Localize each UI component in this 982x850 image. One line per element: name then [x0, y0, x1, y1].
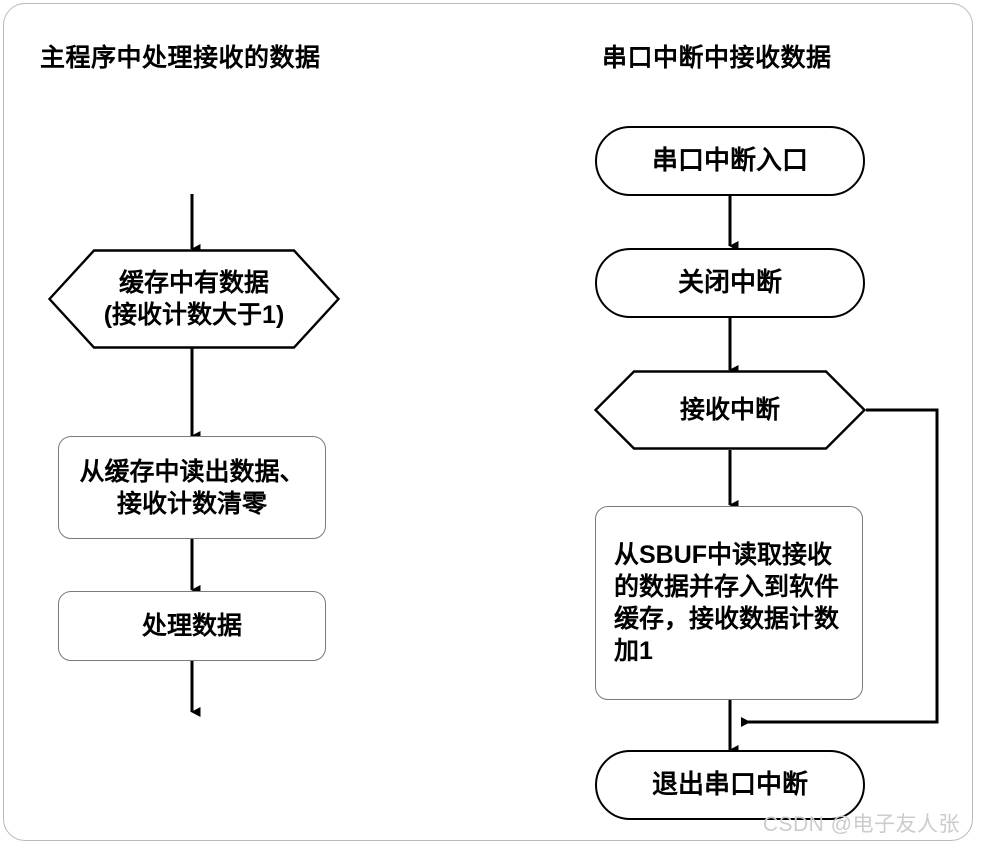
node-process-data-label: 处理数据 — [59, 610, 325, 642]
node-read-from-buffer-label: 从缓存中读出数据、 接收计数清零 — [59, 456, 325, 520]
node-line: 关闭中断 — [677, 267, 782, 298]
node-interrupt-entry[interactable]: 串口中断入口 — [595, 126, 865, 196]
node-line: 加1 — [614, 637, 653, 665]
node-line: 退出串口中断 — [651, 769, 808, 800]
column-title-serial-interrupt: 串口中断中接收数据 — [602, 44, 832, 72]
node-buffer-has-data[interactable]: 缓存中有数据 (接收计数大于1) — [47, 249, 341, 349]
node-disable-interrupt[interactable]: 关闭中断 — [595, 248, 865, 318]
node-line: 缓存，接收数据计数 — [614, 605, 840, 633]
node-receive-interrupt[interactable]: 接收中断 — [593, 370, 867, 450]
node-read-sbuf[interactable]: 从SBUF中读取接收 的数据并存入到软件 缓存，接收数据计数 加1 — [595, 506, 863, 700]
node-line: 处理数据 — [141, 612, 242, 640]
node-line: 接收计数清零 — [116, 489, 267, 518]
node-disable-interrupt-label: 关闭中断 — [597, 266, 863, 299]
column-title-main-program: 主程序中处理接收的数据 — [40, 44, 321, 72]
node-process-data[interactable]: 处理数据 — [58, 591, 326, 661]
node-read-from-buffer[interactable]: 从缓存中读出数据、 接收计数清零 — [58, 436, 326, 539]
watermark: CSDN @电子友人张 — [762, 813, 960, 836]
node-interrupt-entry-label: 串口中断入口 — [597, 144, 863, 177]
node-line: 从缓存中读出数据、 — [79, 457, 305, 486]
node-line: 串口中断入口 — [651, 145, 808, 176]
node-line: 从SBUF中读取接收 — [614, 541, 833, 569]
node-line: 的数据并存入到软件 — [614, 573, 840, 601]
node-read-sbuf-label: 从SBUF中读取接收 的数据并存入到软件 缓存，接收数据计数 加1 — [596, 539, 862, 667]
node-exit-interrupt[interactable]: 退出串口中断 — [595, 750, 865, 820]
node-exit-interrupt-label: 退出串口中断 — [597, 768, 863, 801]
